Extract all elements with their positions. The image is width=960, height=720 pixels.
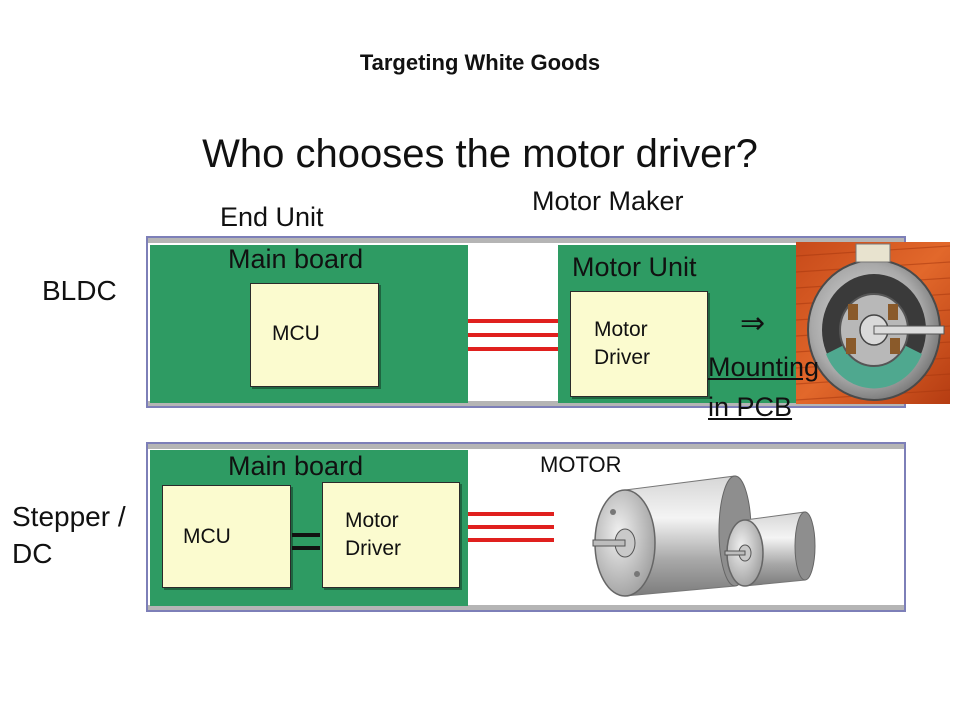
bldc-row-label: BLDC [42, 275, 117, 306]
stepper-main-board-label: Main board [228, 451, 364, 481]
dc-motors-image [592, 475, 816, 597]
stepper-wire-2 [468, 525, 554, 529]
end-unit-label: End Unit [220, 202, 324, 232]
slide-question: Who chooses the motor driver? [202, 132, 758, 176]
stepper-mcu-label: MCU [183, 525, 231, 548]
right-arrow-icon: ⇒ [740, 307, 766, 340]
mcu-driver-link-2 [292, 546, 320, 550]
bldc-motor-driver-line2: Driver [594, 346, 650, 369]
stepper-motor-driver-line1: Motor [345, 509, 399, 532]
bldc-wire-2 [468, 333, 558, 337]
bldc-wire-1 [468, 319, 558, 323]
bldc-motor-image [796, 242, 950, 404]
stepper-motor-driver-line2: Driver [345, 537, 401, 560]
motor-label: MOTOR [540, 452, 622, 477]
stepper-motor-driver-chip [322, 482, 460, 588]
stepper-row-label-line1: Stepper / [12, 501, 126, 532]
bldc-motor-driver-chip [570, 291, 708, 397]
bldc-main-board-label: Main board [228, 244, 364, 274]
motor-maker-label: Motor Maker [532, 186, 684, 216]
bldc-motor-unit-label: Motor Unit [572, 252, 697, 282]
stepper-wire-3 [468, 538, 554, 542]
mounting-label-line2: in PCB [708, 392, 793, 422]
bldc-wire-3 [468, 347, 558, 351]
stepper-mcu-chip [162, 485, 291, 588]
bldc-mcu-label: MCU [272, 322, 320, 345]
mounting-label-line1: Mounting [708, 352, 820, 382]
bldc-motor-driver-line1: Motor [594, 318, 648, 341]
slide-header-title: Targeting White Goods [359, 50, 601, 75]
mcu-driver-link-1 [292, 533, 320, 537]
stepper-wire-1 [468, 512, 554, 516]
stepper-row-label-line2: DC [12, 538, 53, 569]
bldc-mcu-chip [250, 283, 379, 387]
